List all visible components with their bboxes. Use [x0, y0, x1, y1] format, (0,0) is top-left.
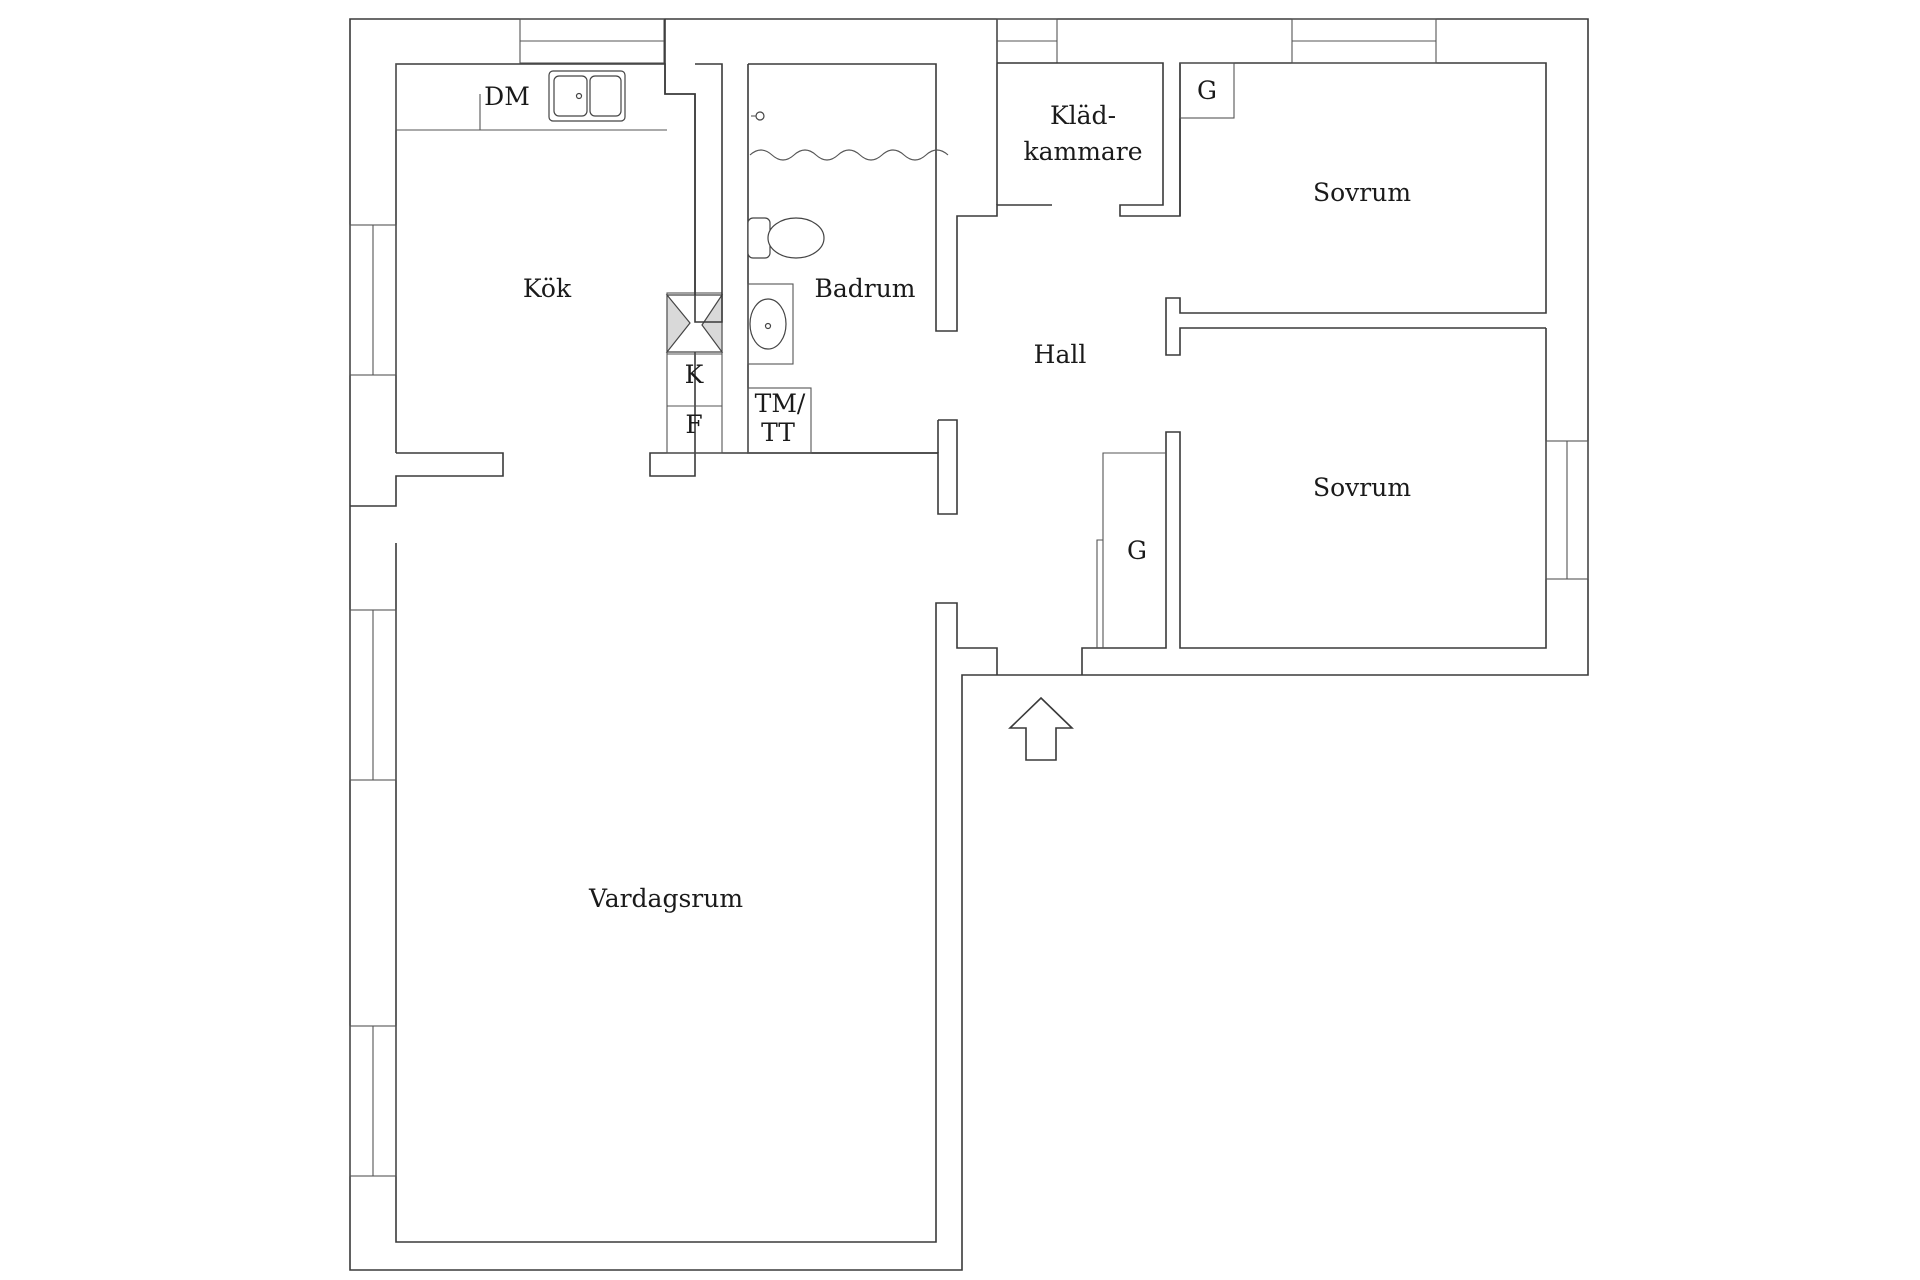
fixture-label-dishwasher: DM [484, 82, 530, 111]
fixture-label-washer-dryer-1: TM/ [755, 389, 806, 418]
room-label-vardagsrum: Vardagsrum [588, 884, 743, 913]
room-label-kladkammare-1: Kläd- [1050, 101, 1116, 130]
fixture-label-washer-dryer-2: TT [761, 418, 795, 447]
fixture-label-fridge: K [685, 360, 705, 389]
living-room-wall-left-top [350, 452, 504, 507]
room-label-badrum: Badrum [814, 274, 915, 303]
chimney-duct [664, 19, 723, 323]
room-label-hall: Hall [1034, 340, 1087, 369]
wardrobe-2-box [1096, 452, 1166, 648]
room-label-kladkammare-2: kammare [1023, 137, 1142, 166]
entrance-arrow-icon [1008, 696, 1074, 761]
toilet-icon [747, 217, 825, 259]
bath-tap-icon [751, 111, 765, 121]
room-label-sovrum-1: Sovrum [1313, 178, 1411, 207]
kitchen-sink-icon [548, 70, 626, 122]
bathroom-wall [748, 63, 1052, 332]
fixture-label-freezer: F [685, 410, 702, 439]
wardrobe-1-box [1179, 62, 1235, 119]
kitchen-counter [395, 64, 667, 131]
room-label-kok: Kök [523, 274, 572, 303]
exterior-wall [349, 18, 1589, 1271]
stove-icon [665, 294, 724, 353]
bathroom-bath-edge [749, 149, 949, 161]
wash-basin-icon [747, 283, 794, 365]
bedroom-1-wall [1165, 62, 1547, 356]
fixture-label-wardrobe-2: G [1127, 536, 1147, 565]
room-label-sovrum-2: Sovrum [1313, 473, 1411, 502]
washer-dryer-box [747, 387, 812, 454]
bedroom-2-wall [1081, 328, 1547, 675]
living-room-wall [395, 543, 998, 1243]
fixture-label-wardrobe-1: G [1197, 76, 1217, 105]
